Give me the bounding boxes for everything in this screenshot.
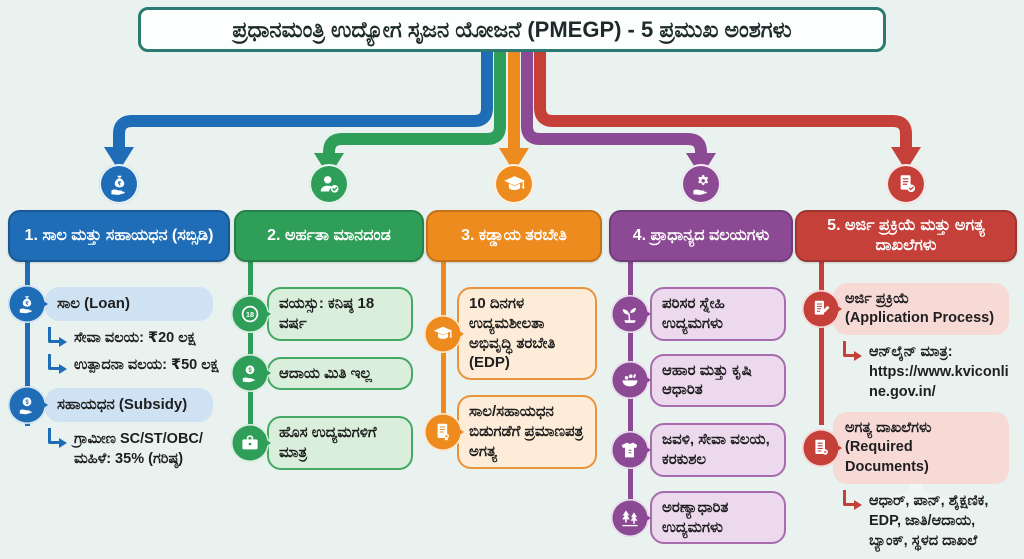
bullet-text: ಆನ್‌ಲೈನ್ ಮಾತ್ರ: https://www.kviconline.g… [869, 344, 1009, 401]
item-pill: ಸಾಲ (Loan) [45, 287, 213, 321]
item-pill: ಅಗತ್ಯ ದಾಖಲೆಗಳು (Required Documents) [833, 412, 1009, 484]
list-item: $ ಆದಾಯ ಮಿತಿ ಇಲ್ಲ [231, 354, 424, 393]
food-bowl-icon [611, 361, 649, 400]
money-bag-hand-icon: ₹ [8, 284, 46, 323]
item-pill: ಅರಣ್ಯಾಧಾರಿತ ಉದ್ಯಮಗಳು [650, 490, 786, 545]
bullet-item: ಸೇವಾ ವಲಯ: ₹20 ಲಕ್ಷ [48, 326, 230, 348]
column-5: 5. ಅರ್ಜಿ ಪ್ರಕ್ರಿಯೆ ಮತ್ತು ಅಗತ್ಯ ದಾಖಲೆಗಳು ಅ… [795, 164, 1017, 551]
list-item: ಆಹಾರ ಮತ್ತು ಕೃಷಿ ಆಧಾರಿತ [609, 353, 793, 408]
document-lines-icon [802, 428, 840, 467]
age-18-icon: 18 [231, 294, 269, 333]
item-pill: ವಯಸ್ಸು: ಕನಿಷ್ಠ 18 ವರ್ಷ [267, 287, 413, 341]
bullet-arrow-icon [48, 326, 67, 347]
list-item: ಅರ್ಜಿ ಪ್ರಕ್ರಿಯೆ (Application Process) ಆನ್… [795, 283, 1017, 402]
branch-arrow-3 [499, 50, 529, 172]
svg-text:$: $ [248, 368, 252, 374]
bullet-item: ಉತ್ಪಾದನಾ ವಲಯ: ₹50 ಲಕ್ಷ [48, 353, 230, 375]
list-item: ಸಾಲ/ಸಹಾಯಧನ ಬಿಡುಗಡೆಗೆ ಪ್ರಮಾಣಪತ್ರ ಅಗತ್ಯ [424, 395, 602, 469]
list-item: 18 ವಯಸ್ಸು: ಕನಿಷ್ಠ 18 ವರ್ಷ [231, 287, 424, 341]
item-pill: ಪರಿಸರ ಸ್ನೇಹಿ ಉದ್ಯಮಗಳು [650, 287, 786, 341]
column-1: ₹1. ಸಾಲ ಮತ್ತು ಸಹಾಯಧನ (ಸಬ್ಸಿಡಿ) ₹ ಸಾಲ (Loan… [8, 164, 230, 469]
briefcase-icon [231, 424, 269, 463]
list-item: 10 ದಿನಗಳ ಉದ್ಯಮಶೀಲತಾ ಅಭಿವೃದ್ಧಿ ತರಬೇತಿ (ED… [424, 287, 602, 381]
svg-text:18: 18 [246, 310, 254, 319]
item-pill: ಸಾಲ/ಸಹಾಯಧನ ಬಿಡುಗಡೆಗೆ ಪ್ರಮಾಣಪತ್ರ ಅಗತ್ಯ [457, 395, 597, 469]
item-pill: ಆದಾಯ ಮಿತಿ ಇಲ್ಲ [267, 356, 413, 391]
column-header: 4. ಪ್ರಾಧಾನ್ಯದ ವಲಯಗಳು [609, 210, 793, 262]
item-pill: ಸಹಾಯಧನ (Subsidy) [45, 387, 213, 422]
column-connector-line [818, 262, 824, 425]
item-pill: ಹೊಸ ಉದ್ಯಮಗಳಿಗೆ ಮಾತ್ರ [267, 416, 413, 470]
bullet-text: ಸೇವಾ ವಲಯ: ₹20 ಲಕ್ಷ [74, 329, 196, 346]
branch-arrow-1 [104, 50, 493, 171]
tshirt-icon [611, 430, 649, 469]
column-4: 4. ಪ್ರಾಧಾನ್ಯದ ವಲಯಗಳು ಪರಿಸರ ಸ್ನೇಹಿ ಉದ್ಯಮಗಳ… [609, 164, 793, 545]
title-box: ಪ್ರಧಾನಮಂತ್ರಿ ಉದ್ಯೋಗ ಸೃಜನ ಯೋಜನೆ (PMEGP) -… [138, 7, 886, 52]
coin-hand-icon: $ [8, 385, 46, 424]
column-2: 2. ಅರ್ಹತಾ ಮಾನದಂಡ 18 ವಯಸ್ಸು: ಕನಿಷ್ಠ 18 ವರ್ಷ… [231, 164, 424, 470]
title-text: ಪ್ರಧಾನಮಂತ್ರಿ ಉದ್ಯೋಗ ಸೃಜನ ಯೋಜನೆ (PMEGP) -… [232, 16, 792, 42]
column-header: 5. ಅರ್ಜಿ ಪ್ರಕ್ರಿಯೆ ಮತ್ತು ಅಗತ್ಯ ದಾಖಲೆಗಳು [795, 210, 1017, 262]
forest-icon [611, 498, 649, 537]
list-item: ಅರಣ್ಯಾಧಾರಿತ ಉದ್ಯಮಗಳು [609, 490, 793, 545]
svg-text:₹: ₹ [117, 180, 121, 187]
item-pill: ಆಹಾರ ಮತ್ತು ಕೃಷಿ ಆಧಾರಿತ [650, 353, 786, 408]
list-item: ₹ ಸಾಲ (Loan) ಸೇವಾ ವಲಯ: ₹20 ಲಕ್ಷ ಉತ್ಪಾದನಾ ವಲ… [8, 284, 230, 375]
document-check-icon [886, 164, 926, 204]
bullet-text: ಆಧಾರ್, ಪಾನ್, ಶೈಕ್ಷಣಿಕ, EDP, ಜಾತಿ/ಆದಾಯ, ಬ… [869, 492, 989, 549]
branch-arrow-2 [314, 50, 506, 177]
svg-text:$: $ [25, 400, 29, 406]
list-item: ಪರಿಸರ ಸ್ನೇಹಿ ಉದ್ಯಮಗಳು [609, 287, 793, 341]
certificate-icon [424, 412, 462, 451]
bullet-arrow-icon [843, 341, 862, 362]
bullet-arrow-icon [48, 427, 67, 448]
item-pill: 10 ದಿನಗಳ ಉದ್ಯಮಶೀಲತಾ ಅಭಿವೃದ್ಧಿ ತರಬೇತಿ (ED… [457, 287, 597, 381]
list-item: ಅಗತ್ಯ ದಾಖಲೆಗಳು (Required Documents) ಆಧಾರ್… [795, 412, 1017, 550]
item-pill: ಅರ್ಜಿ ಪ್ರಕ್ರಿಯೆ (Application Process) [833, 283, 1009, 336]
item-pill: ಜವಳಿ, ಸೇವಾ ವಲಯ, ಕರಕುಶಲ [650, 423, 786, 477]
list-item: ಹೊಸ ಉದ್ಯಮಗಳಿಗೆ ಮಾತ್ರ [231, 416, 424, 470]
list-item: $ ಸಹಾಯಧನ (Subsidy) ಗ್ರಾಮೀಣ SC/ST/OBC/ಮಹಿಳೆ… [8, 385, 230, 469]
bullet-text: ಉತ್ಪಾದನಾ ವಲಯ: ₹50 ಲಕ್ಷ [74, 356, 219, 373]
column-header: 3. ಕಡ್ಡಾಯ ತರಬೇತಿ [426, 210, 602, 262]
bullet-item: ಆಧಾರ್, ಪಾನ್, ಶೈಕ್ಷಣಿಕ, EDP, ಜಾತಿ/ಆದಾಯ, ಬ… [843, 489, 1017, 551]
gear-hand-icon [681, 164, 721, 204]
column-header: 1. ಸಾಲ ಮತ್ತು ಸಹಾಯಧನ (ಸಬ್ಸಿಡಿ) [8, 210, 230, 262]
person-check-icon [309, 164, 349, 204]
bullet-text: ಗ್ರಾಮೀಣ SC/ST/OBC/ಮಹಿಳೆ: 35% (ಗರಿಷ್ಠ) [74, 430, 203, 467]
branch-arrow-4 [521, 50, 716, 177]
bullet-item: ಗ್ರಾಮೀಣ SC/ST/OBC/ಮಹಿಳೆ: 35% (ಗರಿಷ್ಠ) [48, 427, 230, 469]
bullet-item: ಆನ್‌ಲೈನ್ ಮಾತ್ರ: https://www.kviconline.g… [843, 341, 1017, 402]
column-connector-line [24, 262, 30, 426]
graduation-cap-icon [424, 314, 462, 353]
eco-plant-icon [611, 294, 649, 333]
bullet-arrow-icon [843, 489, 862, 510]
svg-text:₹: ₹ [25, 301, 29, 307]
document-pencil-icon [802, 290, 840, 329]
list-item: ಜವಳಿ, ಸೇವಾ ವಲಯ, ಕರಕುಶಲ [609, 423, 793, 477]
bullet-arrow-icon [48, 353, 67, 374]
coin-hand-icon: $ [231, 354, 269, 393]
graduation-cap-icon [494, 164, 534, 204]
money-bag-hand-icon: ₹ [99, 164, 139, 204]
column-header: 2. ಅರ್ಹತಾ ಮಾನದಂಡ [234, 210, 424, 262]
column-3: 3. ಕಡ್ಡಾಯ ತರಬೇತಿ 10 ದಿನಗಳ ಉದ್ಯಮಶೀಲತಾ ಅಭಿವ… [424, 164, 602, 469]
branch-arrow-5 [534, 50, 921, 171]
